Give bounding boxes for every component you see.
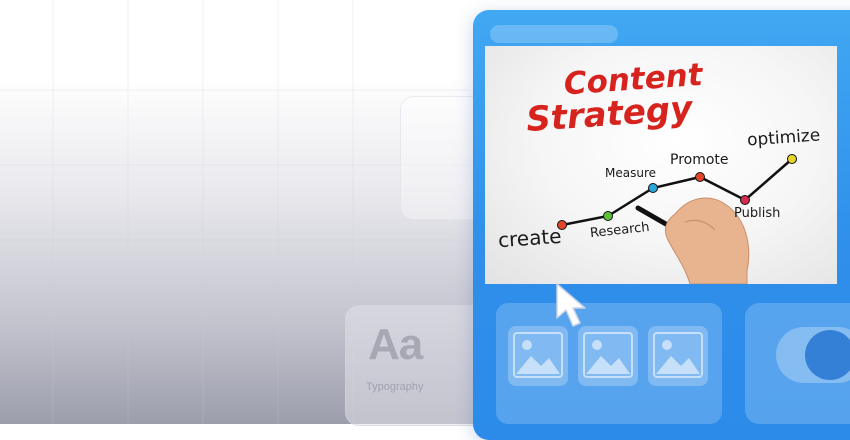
image-thumbnail[interactable]	[648, 326, 708, 386]
image-icon	[513, 332, 563, 378]
typography-label: Typography	[366, 381, 424, 393]
typography-sample: Aa	[368, 320, 423, 369]
step-label: Measure	[605, 166, 656, 180]
typography-card[interactable]	[345, 305, 487, 426]
step-label: create	[497, 223, 563, 253]
image-thumbnail[interactable]	[508, 326, 568, 386]
toggle-icon	[805, 330, 850, 380]
step-label: Publish	[734, 206, 781, 221]
cursor-icon	[556, 283, 586, 327]
panel-top-bar	[490, 25, 618, 43]
content-strategy-image[interactable]: Content Strategy create Research Measure…	[485, 46, 837, 284]
image-icon	[583, 332, 633, 378]
strategy-graph	[557, 154, 797, 284]
hero-title: Content Strategy	[523, 57, 706, 140]
image-thumbnail[interactable]	[578, 326, 638, 386]
step-label: Promote	[670, 152, 729, 168]
image-icon	[653, 332, 703, 378]
